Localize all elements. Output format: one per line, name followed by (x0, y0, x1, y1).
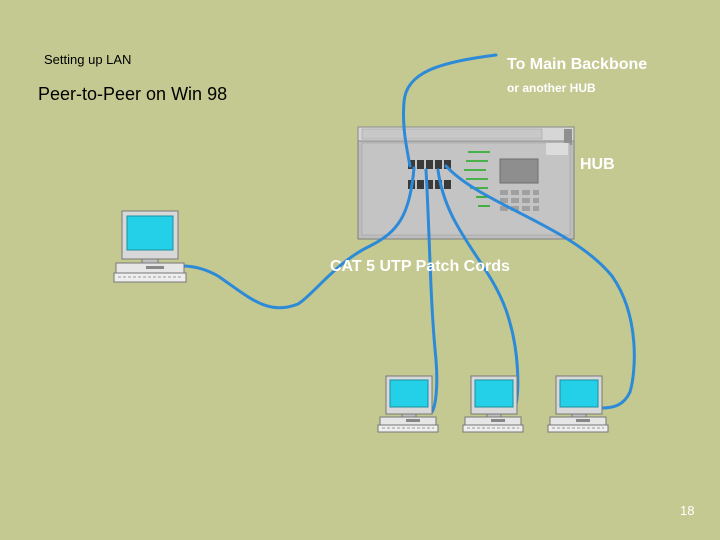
backbone-cable (401, 53, 498, 168)
computer-icon (462, 375, 524, 433)
another-hub-label: or another HUB (507, 81, 596, 95)
slide-subtitle: Setting up LAN (44, 52, 132, 67)
computer-icon (547, 375, 609, 433)
page-number: 18 (680, 503, 695, 518)
cable-pc-2 (424, 168, 439, 414)
hub-label: HUB (580, 156, 615, 173)
cable-left-pc (180, 166, 416, 310)
computer-icon (377, 375, 439, 433)
computer-icon (113, 210, 187, 283)
cable-pc-3 (436, 168, 520, 414)
cable-pc-4 (444, 164, 636, 410)
hub-icon (357, 126, 575, 240)
patch-cords (180, 53, 636, 414)
slide-title: Peer-to-Peer on Win 98 (38, 84, 228, 104)
backbone-label: To Main Backbone (507, 56, 648, 73)
patch-cords-label: CAT 5 UTP Patch Cords (330, 258, 510, 275)
